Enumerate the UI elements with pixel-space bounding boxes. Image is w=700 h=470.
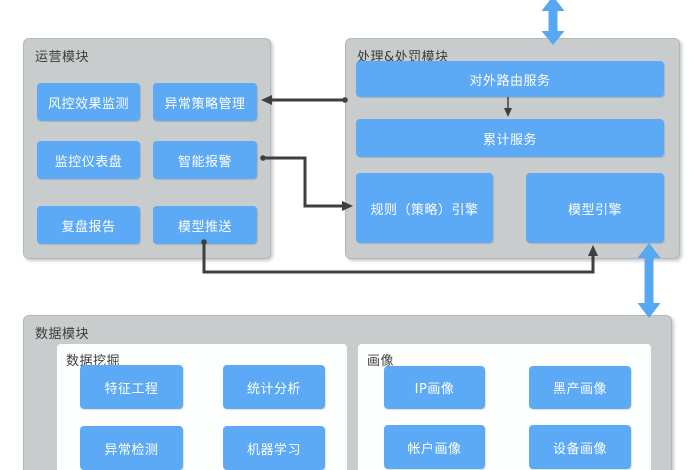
data-module-panel: 数据模块 数据挖掘 特征工程 统计分析 异常检测 机器学习 画像 IP画像 黑产… xyxy=(23,315,672,470)
black-market-profile-node: 黑产画像 xyxy=(529,366,631,409)
statistical-analysis-node: 统计分析 xyxy=(223,365,325,409)
model-engine-node: 模型引擎 xyxy=(526,173,664,243)
feature-engineering-node: 特征工程 xyxy=(80,365,183,409)
data-module-title: 数据模块 xyxy=(35,327,90,342)
review-report-node: 复盘报告 xyxy=(37,206,140,244)
smart-alert-node: 智能报警 xyxy=(153,141,257,179)
operations-module-title: 运营模块 xyxy=(35,50,90,65)
ip-profile-node: IP画像 xyxy=(384,366,485,409)
anomaly-strategy-management-node: 异常策略管理 xyxy=(153,83,257,121)
rule-strategy-engine-node: 规则（策略）引擎 xyxy=(356,173,493,243)
connector-processing-to-anomaly-strategy xyxy=(261,95,348,105)
account-profile-node: 帐户画像 xyxy=(384,425,485,469)
monitoring-dashboard-node: 监控仪表盘 xyxy=(37,141,140,179)
machine-learning-node: 机器学习 xyxy=(223,426,325,470)
connector-smart-alert-to-rule-engine xyxy=(260,155,353,211)
model-push-node: 模型推送 xyxy=(153,206,257,244)
profile-title: 画像 xyxy=(367,354,395,369)
risk-control-effect-monitoring-node: 风控效果监测 xyxy=(37,83,140,121)
device-profile-node: 设备画像 xyxy=(529,425,631,469)
external-routing-service-node: 对外路由服务 xyxy=(356,61,664,97)
data-mining-subpanel: 数据挖掘 特征工程 统计分析 异常检测 机器学习 xyxy=(57,344,347,470)
accumulation-service-node: 累计服务 xyxy=(356,119,664,157)
operations-module-panel: 运营模块 风控效果监测 异常策略管理 监控仪表盘 智能报警 复盘报告 模型推送 xyxy=(23,38,271,259)
profile-subpanel: 画像 IP画像 黑产画像 帐户画像 设备画像 xyxy=(358,344,651,470)
processing-punishment-module-panel: 处理&处罚模块 对外路由服务 累计服务 规则（策略）引擎 模型引擎 xyxy=(345,38,680,259)
anomaly-detection-node: 异常检测 xyxy=(80,426,183,470)
